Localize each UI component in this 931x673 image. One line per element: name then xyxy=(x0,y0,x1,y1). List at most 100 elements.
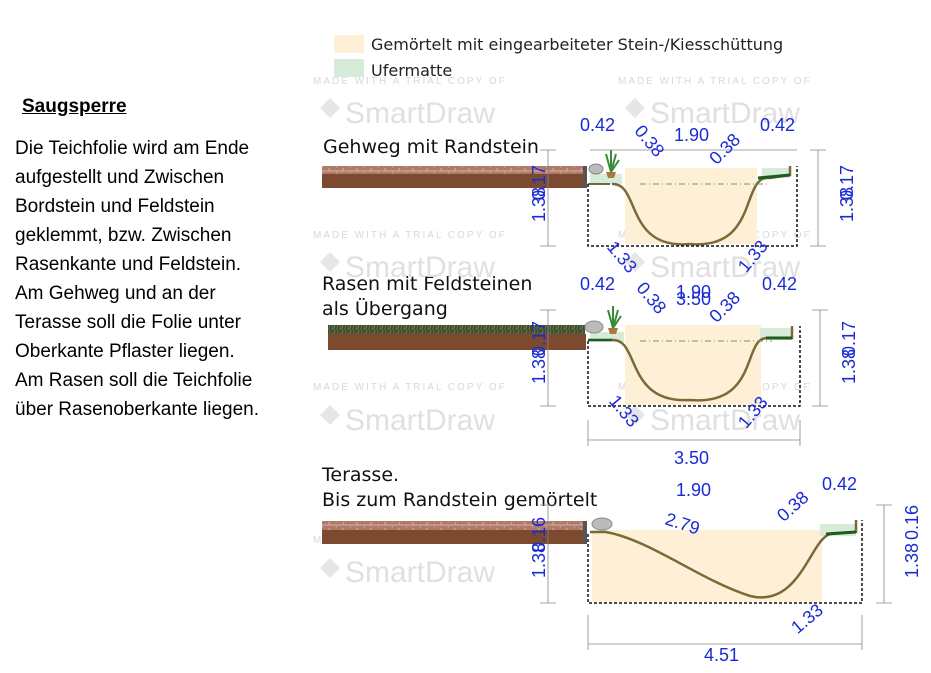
dim-label: 1.38 xyxy=(837,187,857,222)
section-title-line: Gehweg mit Randstein xyxy=(323,136,539,158)
excavation-outline xyxy=(587,520,863,604)
terrace-surface xyxy=(322,521,585,530)
section-title-line: als Übergang xyxy=(322,298,448,320)
excavation-outline xyxy=(587,326,801,407)
smartdraw-diamond-icon xyxy=(625,405,645,425)
dim-label: 0.38 xyxy=(705,129,744,168)
smartdraw-diamond-icon xyxy=(625,98,645,118)
watermark-brand: SmartDraw xyxy=(650,97,800,130)
watermark-text: MADE WITH A TRIAL COPY OF xyxy=(313,230,507,241)
section-gehweg-diagram xyxy=(322,149,826,247)
dim-label: 1.90 xyxy=(676,282,711,302)
dim-label: 0.16 xyxy=(529,517,549,552)
lawn-surface xyxy=(328,325,585,334)
dim-label: 3.50 xyxy=(674,448,709,468)
smartdraw-diamond-icon xyxy=(320,98,340,118)
dim-label: 1.90 xyxy=(676,480,711,500)
dim-label: 0.42 xyxy=(760,115,795,135)
field-stone xyxy=(591,517,613,531)
excavation-outline xyxy=(587,166,798,247)
dim-label: 1.38 xyxy=(529,349,549,384)
watermark-text: MADE WITH A TRIAL COPY OF xyxy=(313,76,507,87)
dim-label: 0.17 xyxy=(839,321,859,356)
description-line: aufgestellt und Zwischen xyxy=(15,167,225,188)
watermark-brands: SmartDraw SmartDraw SmartDraw SmartDraw … xyxy=(345,97,800,589)
description-line: Oberkante Pflaster liegen. xyxy=(15,341,235,362)
dim-label: 1.33 xyxy=(787,600,827,638)
curb-stone xyxy=(583,521,587,544)
description-text: Die Teichfolie wird am Ende aufgestellt … xyxy=(15,134,315,424)
curb-stone xyxy=(583,166,587,188)
paving-base xyxy=(322,174,585,188)
dim-label: 0.16 xyxy=(902,505,922,540)
description-line: Bordstein und Feldstein xyxy=(15,196,215,217)
bank-mat-left xyxy=(590,332,624,342)
dim-label: 1.38 xyxy=(529,543,549,578)
bank-mat-right xyxy=(762,168,790,178)
section-terasse-diagram xyxy=(322,504,892,650)
description-line: Die Teichfolie wird am Ende xyxy=(15,138,250,159)
dim-label: 0.17 xyxy=(529,321,549,356)
watermark-text: MADE WITH A TRIAL COPY OF xyxy=(313,382,507,393)
heading: Saugsperre xyxy=(22,96,127,117)
terrace-base xyxy=(322,530,585,544)
dim-label: 0.42 xyxy=(762,274,797,294)
section-title-line: Rasen mit Feldsteinen xyxy=(322,273,533,295)
dim-label: 0.42 xyxy=(580,115,615,135)
plant-icon xyxy=(605,150,620,173)
description-line: über Rasenoberkante liegen. xyxy=(15,399,260,420)
pond-liner xyxy=(590,520,858,599)
liner-edge-green xyxy=(825,530,857,536)
liner-edge-green xyxy=(757,173,791,180)
legend-swatch-mat xyxy=(334,59,364,77)
section-title-line: Terasse. xyxy=(322,464,400,486)
section-rasen-diagram xyxy=(328,306,828,446)
dim-label: 4.51 xyxy=(704,645,739,665)
section-title-terasse: Terasse. Bis zum Randstein gemörtelt xyxy=(322,463,597,513)
mortar-fill xyxy=(592,530,822,602)
smartdraw-diamond-icon xyxy=(320,405,340,425)
smartdraw-diamond-icon xyxy=(625,252,645,272)
pond-liner xyxy=(611,166,792,246)
watermark-brand: SmartDraw xyxy=(650,251,800,284)
section-gehweg-dims: 0.42 0.38 1.90 0.38 0.42 0.17 1.38 0.17 … xyxy=(529,115,857,277)
field-stone xyxy=(588,163,604,175)
dim-label: 0.38 xyxy=(773,487,812,525)
mortar-fill xyxy=(625,168,757,244)
description-line: Am Gehweg und an der xyxy=(15,283,216,304)
smartdraw-diamond-icon xyxy=(320,558,340,578)
dim-label: 0.17 xyxy=(837,165,857,200)
watermark-brand: SmartDraw xyxy=(345,556,495,589)
dim-label: 1.38 xyxy=(839,349,859,384)
description-line: Terasse soll die Folie unter xyxy=(15,312,241,333)
field-stone xyxy=(584,320,604,334)
watermark-brand: SmartDraw xyxy=(650,404,800,437)
dim-label: 3.50 xyxy=(676,289,711,309)
watermark-brand: SmartDraw xyxy=(345,97,495,130)
paving-surface xyxy=(322,166,585,174)
watermark-brand: SmartDraw xyxy=(345,404,495,437)
legend-label-mat: Ufermatte xyxy=(371,61,453,80)
dim-label: 1.38 xyxy=(902,543,922,578)
description-line: Am Rasen soll die Teichfolie xyxy=(15,370,253,391)
section-title-line: Bis zum Randstein gemörtelt xyxy=(322,489,598,511)
dim-label: 0.17 xyxy=(529,165,549,200)
description-line: Rasenkante und Feldstein. xyxy=(15,254,242,275)
dimension-lines xyxy=(540,309,828,446)
watermark-brand: SmartDraw xyxy=(345,251,495,284)
pond-liner xyxy=(611,326,794,402)
dim-label: 1.38 xyxy=(529,187,549,222)
dim-label: 0.38 xyxy=(705,287,744,326)
soil-base xyxy=(328,334,586,350)
dim-label: 1.90 xyxy=(674,125,709,145)
dim-label: 0.42 xyxy=(580,274,615,294)
plant-icon xyxy=(607,306,622,329)
description-line: geklemmt, bzw. Zwischen xyxy=(15,225,232,246)
dim-label: 0.38 xyxy=(633,278,671,318)
mortar-fill xyxy=(625,325,761,405)
bank-mat-left xyxy=(590,174,622,184)
dimension-lines xyxy=(540,504,892,650)
section-title-rasen: Rasen mit Feldsteinen als Übergang xyxy=(322,272,532,322)
smartdraw-diamond-icon xyxy=(320,252,340,272)
